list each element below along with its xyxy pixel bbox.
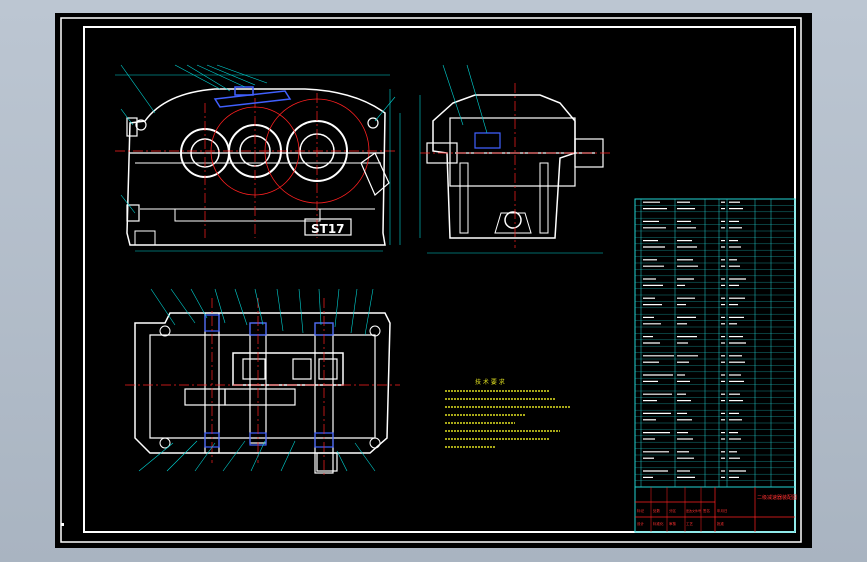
drawing-title: 二级减速器装配图 xyxy=(757,494,797,501)
title-block-cell: 年月日 xyxy=(717,508,728,513)
front-view-marking: ST17 xyxy=(311,222,345,236)
technical-requirements-title: 技 术 要 求 xyxy=(475,378,505,386)
cad-viewport[interactable]: ST17 xyxy=(55,13,812,548)
title-block-cell: 审核 xyxy=(669,521,677,526)
title-block-cell: 设计 xyxy=(637,521,645,526)
title-block-cell: 更改文件号 xyxy=(686,508,701,513)
assembly-drawing-canvas[interactable]: ST17 xyxy=(55,13,812,548)
top-view[interactable] xyxy=(125,288,400,478)
parts-list-table[interactable] xyxy=(634,198,796,488)
technical-requirements[interactable]: 技 术 要 求 xyxy=(445,378,570,448)
title-block[interactable]: 标记 处数 分区 更改文件号 签名 年月日 设计 标准化 审核 工艺 批准 二级… xyxy=(634,486,797,533)
front-view[interactable]: ST17 xyxy=(115,64,401,252)
side-view[interactable] xyxy=(419,64,610,254)
title-block-cell: 分区 xyxy=(669,508,677,513)
outer-frame xyxy=(60,17,802,543)
title-block-cell: 标记 xyxy=(637,508,645,513)
title-block-cell: 签名 xyxy=(703,508,710,513)
title-block-cell: 处数 xyxy=(653,508,661,513)
cursor-marker xyxy=(61,523,64,526)
title-block-cell: 标准化 xyxy=(653,521,664,526)
title-block-cell: 工艺 xyxy=(686,521,694,526)
title-block-cell: 批准 xyxy=(717,521,725,526)
